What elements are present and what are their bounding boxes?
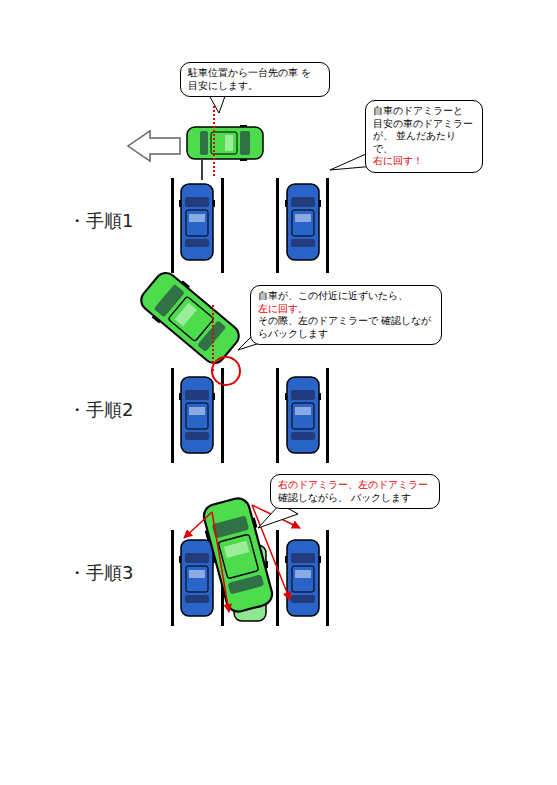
parking-line	[326, 178, 329, 273]
own-car	[135, 266, 245, 369]
step3-illustration	[171, 495, 329, 626]
callout-bubble: 右のドアミラー、左のドアミラー確認しながら、 バックします	[270, 474, 440, 509]
parking-line	[276, 178, 279, 273]
marker-circle	[212, 357, 240, 385]
parking-line	[171, 178, 174, 273]
step-label: ・手順2	[68, 398, 133, 422]
parked-car	[179, 377, 215, 453]
reference-line	[213, 102, 215, 178]
parked-car	[179, 184, 215, 260]
callout-text: その際、左のドアミラーで 確認しながらバックします	[258, 315, 434, 340]
callout-bubble: 自車が、この付近に近ずいたら、左に回す。その際、左のドアミラーで 確認しながらバ…	[250, 285, 442, 345]
step-label: ・手順1	[68, 209, 133, 233]
parked-car	[285, 184, 321, 260]
view-arrow	[184, 512, 212, 538]
step1-illustration	[128, 102, 329, 273]
view-arrow	[212, 512, 229, 612]
callout-bubble: 駐車位置から一台先の車 を 目安にします。	[180, 62, 330, 97]
own-car	[187, 125, 263, 161]
guide-line	[201, 160, 203, 180]
parking-line	[326, 530, 329, 626]
reference-line	[212, 305, 214, 372]
step-label: ・手順3	[68, 561, 133, 585]
parking-line	[221, 368, 224, 463]
parking-line	[276, 368, 279, 463]
direction-arrow	[128, 131, 180, 161]
parking-line	[171, 368, 174, 463]
callout-text: 左に回す。	[258, 303, 434, 316]
parking-line	[326, 368, 329, 463]
parking-line	[221, 178, 224, 273]
parked-car	[285, 540, 321, 616]
callout-bubble: 自車のドアミラーと 目安の車のドアミラー が、 並んだあたりで、右に回す！	[365, 100, 483, 173]
callout-text: 右に回す！	[373, 155, 475, 168]
callout-text: 駐車位置から一台先の車 を 目安にします。	[188, 67, 322, 92]
callout-text: 確認しながら、 バックします	[278, 492, 432, 505]
callout-text: 右のドアミラー、左のドアミラー	[278, 479, 432, 492]
callout-text: 自車のドアミラーと 目安の車のドアミラー が、 並んだあたりで、	[373, 105, 475, 155]
parked-car	[285, 377, 321, 453]
parking-line	[171, 530, 174, 626]
callout-text: 自車が、この付近に近ずいたら、	[258, 290, 434, 303]
parking-line	[276, 530, 279, 626]
parked-car	[179, 540, 215, 616]
